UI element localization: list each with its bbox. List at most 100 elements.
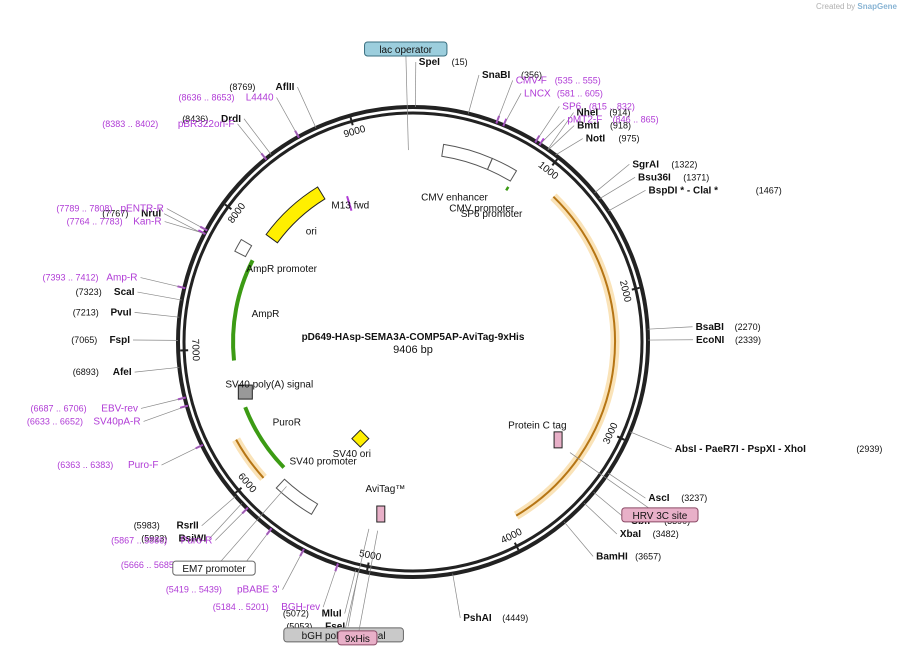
leader-line xyxy=(134,366,180,373)
enzyme-name: MluI xyxy=(322,609,342,620)
orf-line-puro xyxy=(235,439,265,479)
enzyme-name: FseI xyxy=(325,622,345,633)
enzyme-name: SnaBI xyxy=(482,70,511,81)
leader-line xyxy=(503,93,522,126)
enzyme-site: NotI(975) xyxy=(555,134,640,156)
feature-tag-badge xyxy=(621,507,699,523)
box-leader-line xyxy=(405,49,409,151)
enzyme-site: EcoNI(2339) xyxy=(647,335,761,346)
primer-site: pBABE 3'(5419 .. 5439) xyxy=(166,549,304,596)
primer-name: Kan-R xyxy=(133,217,161,228)
tick-mark xyxy=(513,542,520,551)
feature-label: SV40 poly(A) signal xyxy=(225,380,313,391)
feature-label: M13 fwd xyxy=(331,200,369,211)
primer-site: Puro-F(6363 .. 6383) xyxy=(57,445,203,471)
enzyme-site: NheI (914) xyxy=(547,108,630,150)
primer-site: Kan-R (7764 .. 7783) xyxy=(67,217,205,234)
enzyme-position: (4449) xyxy=(502,613,528,623)
primer-site: CMV-F(535 .. 555) xyxy=(496,75,601,123)
leader-line xyxy=(599,176,636,200)
enzyme-name: BspDI * - ClaI * xyxy=(649,185,719,196)
primer-name: pBABE 3' xyxy=(237,585,280,596)
enzyme-name: SgrAI xyxy=(632,159,659,170)
primer-position: (7764 .. 7783) xyxy=(67,217,123,227)
primer-name: SV40pA-R xyxy=(93,416,140,427)
primer-site: Amp-R(7393 .. 7412) xyxy=(42,273,185,289)
enzyme-position: (5923) xyxy=(141,534,167,544)
enzyme-name: AscI xyxy=(648,493,669,504)
leader-line xyxy=(322,564,338,608)
feature-tag-box xyxy=(376,505,386,523)
feature-primer-line xyxy=(346,195,353,211)
feature-promoter-arrow xyxy=(441,143,493,171)
leader-line xyxy=(140,277,185,289)
feature-green-arrow xyxy=(505,186,510,191)
enzyme-site: AflII(8769) xyxy=(229,82,317,129)
feature-label: CMV promoter xyxy=(449,203,515,214)
enzyme-name: PvuI xyxy=(110,307,131,318)
enzyme-site: AbsI - PaeR7I - PspXI - XhoI(2939) xyxy=(630,431,882,455)
feature-promoter-arrow xyxy=(234,238,253,258)
primer-site: L4440 (8636 .. 8653) xyxy=(179,92,299,137)
primer-site: BGH-rev(5184 .. 5201) xyxy=(213,564,338,613)
leader-line xyxy=(140,397,185,409)
tick-mark xyxy=(551,158,559,166)
primer-name: EBV-rev xyxy=(101,403,138,414)
tick-label: 5000 xyxy=(358,548,382,563)
primer-site: LNCX(581 .. 605) xyxy=(503,88,603,126)
feature-label: AmpR xyxy=(252,309,280,320)
backbone-inner-ring xyxy=(182,111,644,573)
primer-position: (5666 .. 5685) xyxy=(121,560,177,570)
leader-line xyxy=(630,431,672,450)
primer-name: pMT2-F xyxy=(567,114,602,125)
leader-line xyxy=(137,291,182,301)
primer-name: CMV-F xyxy=(516,75,547,86)
leader-line xyxy=(243,118,272,155)
credit-prefix: Created by xyxy=(816,2,856,11)
leader-line xyxy=(208,502,243,539)
enzyme-name: SpeI xyxy=(419,57,440,68)
primer-site: SP6(815 .. 832) xyxy=(535,101,635,142)
enzyme-site: SnaBI(356) xyxy=(468,70,542,114)
enzyme-name: NruI xyxy=(141,209,161,220)
primer-position: (846 .. 865) xyxy=(613,114,659,124)
leader-line xyxy=(297,86,317,129)
primer-name: L4440 xyxy=(246,92,274,103)
leader-line xyxy=(143,405,187,422)
leader-line xyxy=(134,312,180,318)
primer-position: (815 .. 832) xyxy=(589,101,635,111)
tick-mark xyxy=(234,486,243,494)
primer-site: pMT2-F (846 .. 865) xyxy=(539,114,659,145)
feature-tag-text: EM7 promoter xyxy=(182,564,246,575)
credit: Created by SnapGene xyxy=(816,2,897,11)
enzyme-position: (1322) xyxy=(671,159,697,169)
enzyme-position: (918) xyxy=(610,121,631,131)
snapgene-logo: SnapGene xyxy=(857,2,897,11)
feature-ori-arrow xyxy=(265,186,326,244)
enzyme-position: (15) xyxy=(452,57,468,67)
leader-line xyxy=(607,189,646,212)
tick-mark xyxy=(616,435,625,441)
primer-site: pENTR-R(7789 .. 7808) xyxy=(56,204,207,231)
enzyme-position: (3657) xyxy=(635,551,661,561)
enzyme-name: NheI xyxy=(577,108,599,119)
primer-position: (8636 .. 8653) xyxy=(179,92,235,102)
enzyme-site: AfeI(6893) xyxy=(73,366,180,378)
feature-promoter-arrow xyxy=(486,157,518,182)
enzyme-name: AflII xyxy=(276,82,295,93)
primer-name: Puro-R xyxy=(181,535,213,546)
orf-highlight xyxy=(513,193,620,520)
feature-label: AmpR promoter xyxy=(246,264,317,275)
enzyme-position: (914) xyxy=(609,108,630,118)
feature-tag-box xyxy=(553,431,563,449)
leader-line xyxy=(563,521,594,557)
feature-polya-box xyxy=(237,384,253,400)
enzyme-name: RsrII xyxy=(176,521,198,532)
leader-line xyxy=(237,123,266,160)
enzyme-name: AbsI - PaeR7I - PspXI - XhoI xyxy=(675,444,806,455)
feature-label: SV40 promoter xyxy=(289,457,357,468)
feature-tag-badge xyxy=(364,41,448,57)
plasmid-size: 9406 bp xyxy=(393,344,433,356)
enzyme-site: MluI(5072) xyxy=(283,569,356,620)
